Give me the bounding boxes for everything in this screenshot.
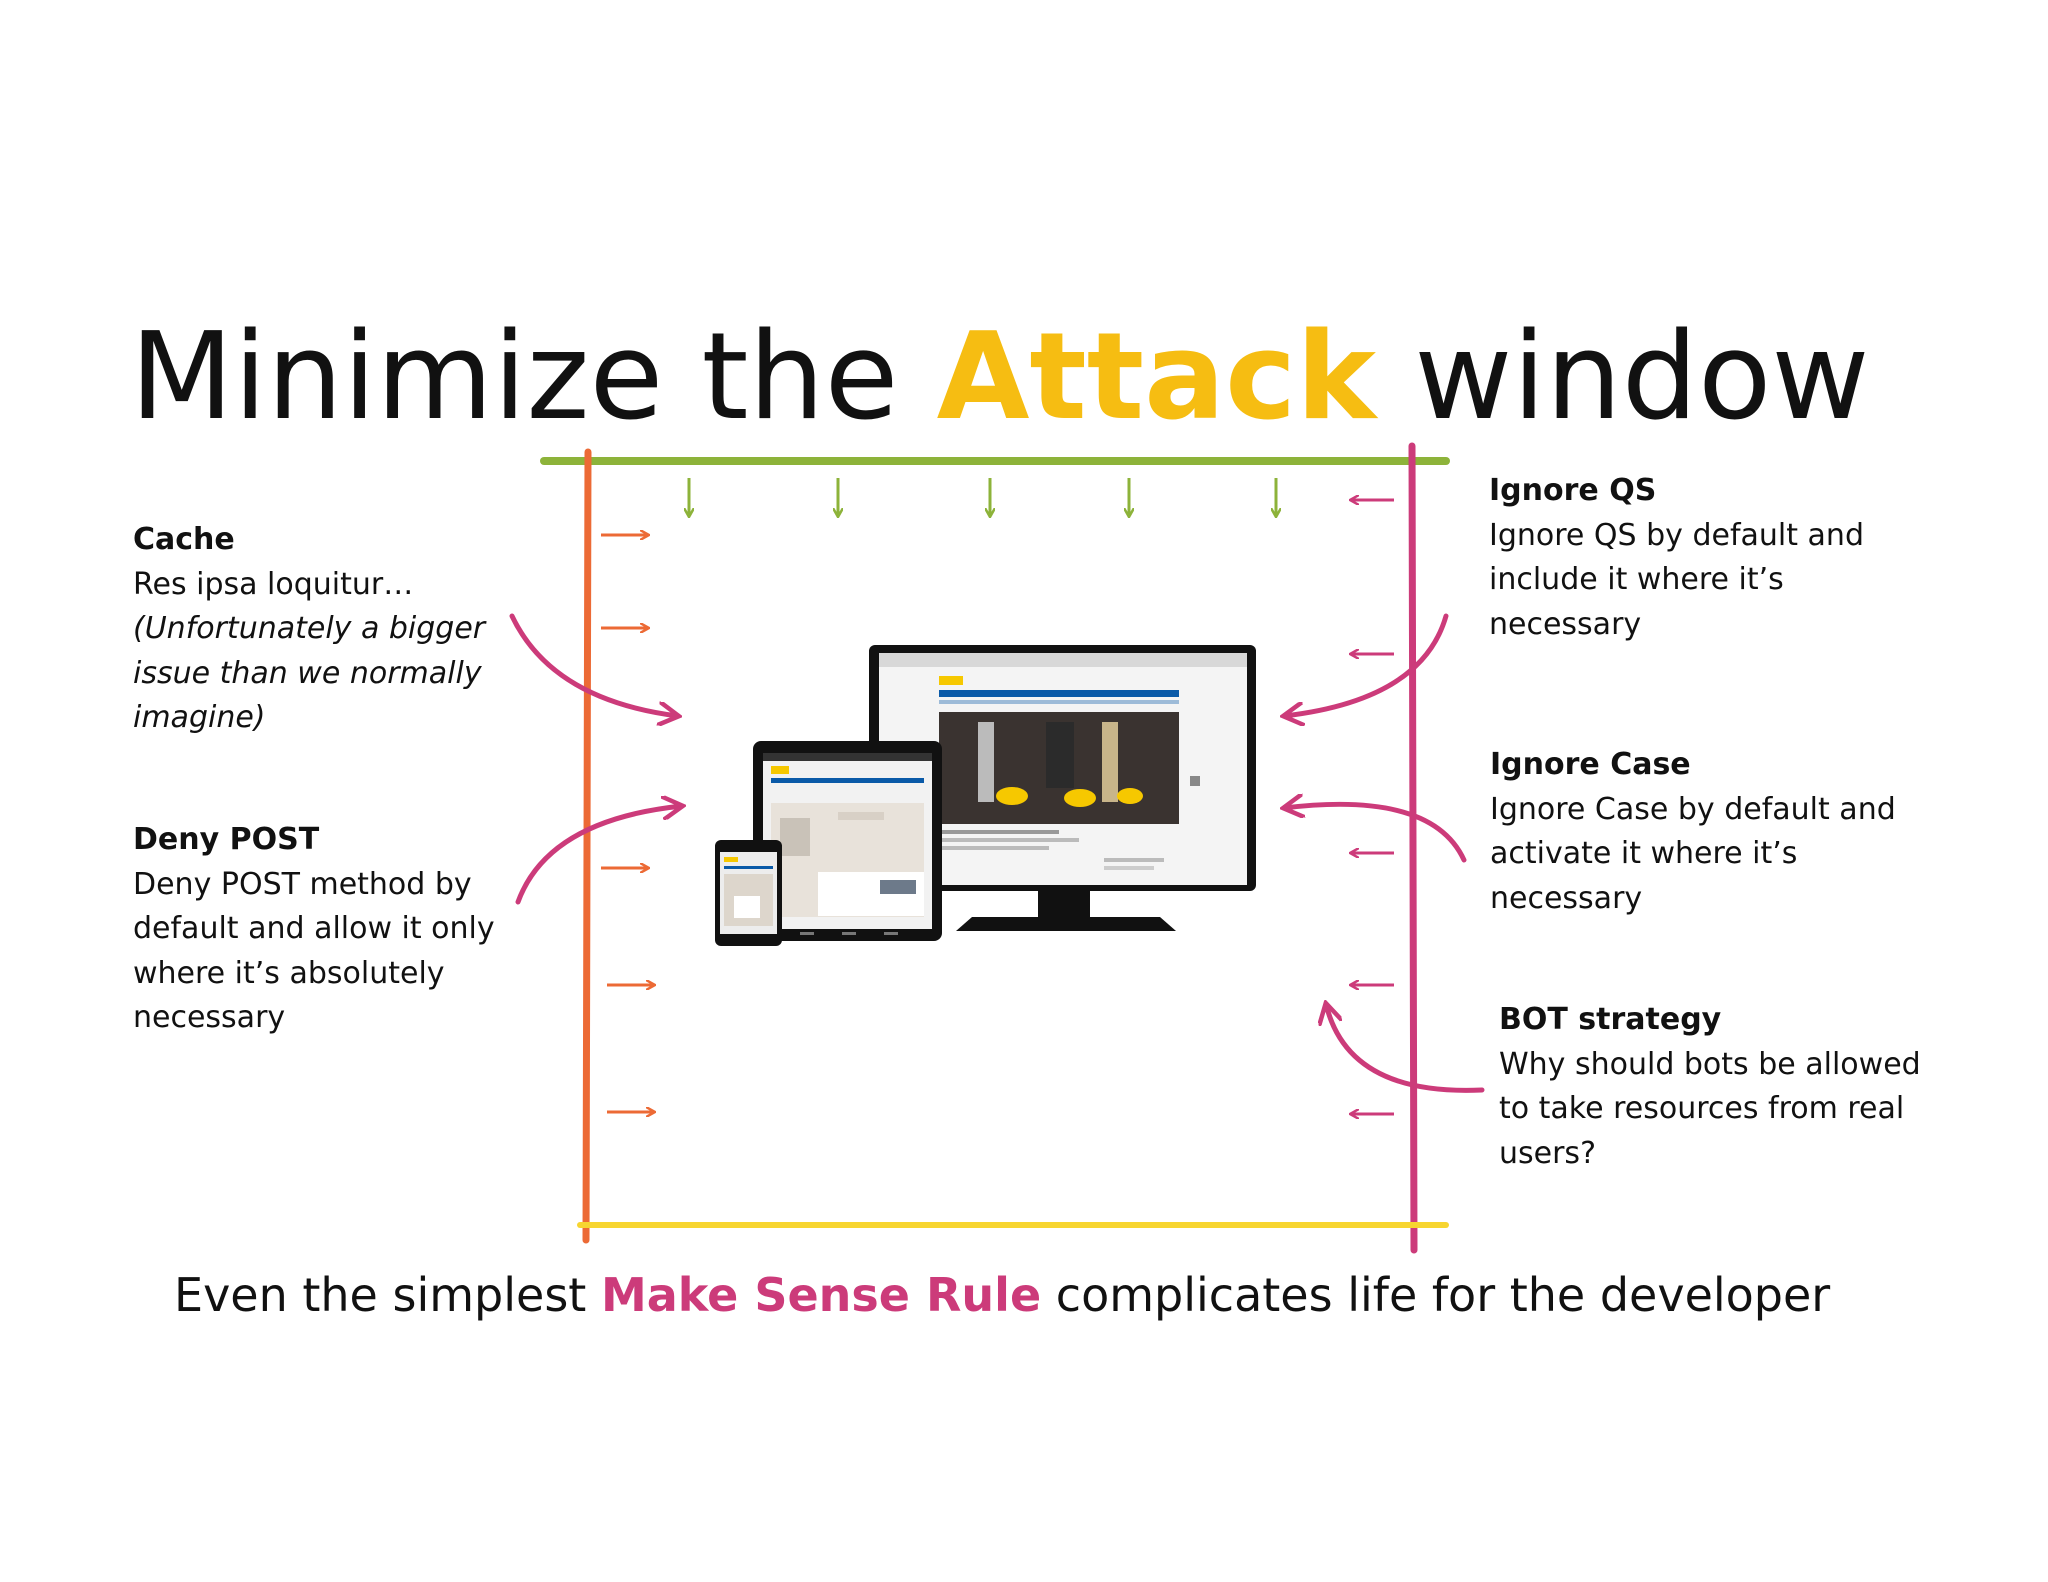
deny-post-curved-arrow: [515, 806, 682, 905]
ignore-qs-block: Ignore QS Ignore QS by default and inclu…: [1489, 469, 1864, 647]
title-prefix: Minimize the: [130, 308, 899, 447]
ignore-case-line-1: Ignore Case by default and: [1490, 791, 1896, 827]
right-boundary-line: [1408, 442, 1418, 1254]
cache-block: Cache Res ipsa loquitur… (Unfortunately …: [133, 518, 485, 741]
cache-curved-arrow: [509, 613, 678, 716]
title-suffix: window: [1414, 308, 1870, 447]
ignore-qs-line-2: include it where it’s: [1489, 562, 1784, 597]
top-arrows: [689, 478, 1276, 516]
deny-post-line-1: Deny POST method by: [133, 866, 472, 902]
deny-post-heading: Deny POST: [133, 822, 320, 857]
bot-strategy-line-1: Why should bots be allowed: [1499, 1046, 1921, 1082]
ignore-case-line-2: activate it where it’s: [1490, 836, 1798, 871]
deny-post-line-4: necessary: [133, 1000, 286, 1035]
bot-curved-arrow: [1326, 1004, 1485, 1093]
left-arrows: [601, 535, 654, 1112]
footer-suffix: complicates life for the developer: [1055, 1268, 1831, 1322]
ignore-qs-line-3: necessary: [1489, 606, 1642, 642]
bot-strategy-line-2: to take resources from real: [1499, 1091, 1905, 1126]
bot-strategy-heading: BOT strategy: [1499, 1002, 1722, 1037]
footer-statement: Even the simplest Make Sense Rule compli…: [174, 1268, 1830, 1322]
ignore-case-curved-arrow: [1284, 804, 1467, 863]
deny-post-line-3: where it’s absolutely: [133, 955, 445, 991]
slide-title: Minimize the Attack window: [130, 318, 1870, 438]
cache-line-1: Res ipsa loquitur…: [133, 566, 414, 602]
cache-italic-line-1: (Unfortunately a bigger: [133, 611, 486, 646]
ignore-case-heading: Ignore Case: [1490, 747, 1691, 782]
ignore-qs-heading: Ignore QS: [1489, 473, 1657, 508]
curved-arrows: [509, 613, 1485, 1093]
ignore-qs-line-1: Ignore QS by default and: [1489, 517, 1864, 553]
ignore-qs-curved-arrow: [1284, 613, 1449, 716]
bot-strategy-block: BOT strategy Why should bots be allowed …: [1499, 998, 1921, 1176]
ignore-case-line-3: necessary: [1490, 880, 1643, 916]
footer-highlight: Make Sense Rule: [600, 1268, 1042, 1322]
desktop-monitor-image: [869, 645, 1256, 931]
cache-italic-line-3: imagine): [133, 700, 266, 735]
ignore-case-block: Ignore Case Ignore Case by default and a…: [1490, 743, 1896, 921]
cache-italic-line-2: issue than we normally: [133, 655, 482, 691]
tablet-image: [753, 741, 942, 941]
title-highlight: Attack: [936, 308, 1377, 447]
bot-strategy-line-3: users?: [1499, 1135, 1596, 1171]
deny-post-line-2: default and allow it only: [133, 911, 495, 946]
cache-heading: Cache: [133, 522, 235, 557]
right-arrows: [1351, 500, 1394, 1114]
phone-image: [715, 840, 782, 946]
footer-prefix: Even the simplest: [174, 1268, 587, 1322]
left-boundary-line: [582, 448, 592, 1244]
devices-illustration: [715, 645, 1256, 946]
deny-post-block: Deny POST Deny POST method by default an…: [133, 818, 495, 1041]
